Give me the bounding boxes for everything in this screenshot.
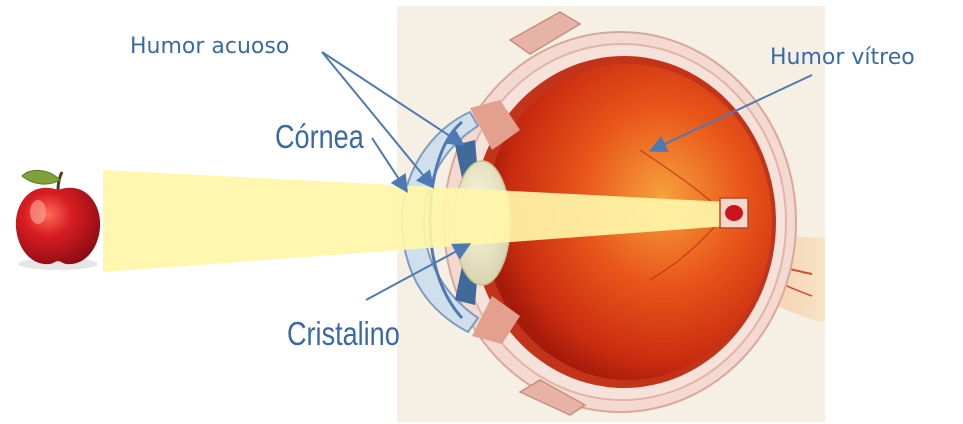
- apple-icon: [16, 170, 100, 270]
- label-humor-vitreo: Humor vítreo: [770, 47, 915, 69]
- label-humor-acuoso: Humor acuoso: [130, 36, 289, 58]
- fovea-image: [720, 198, 748, 228]
- label-cristalino: Cristalino: [287, 317, 400, 350]
- label-cornea: Córnea: [275, 120, 364, 153]
